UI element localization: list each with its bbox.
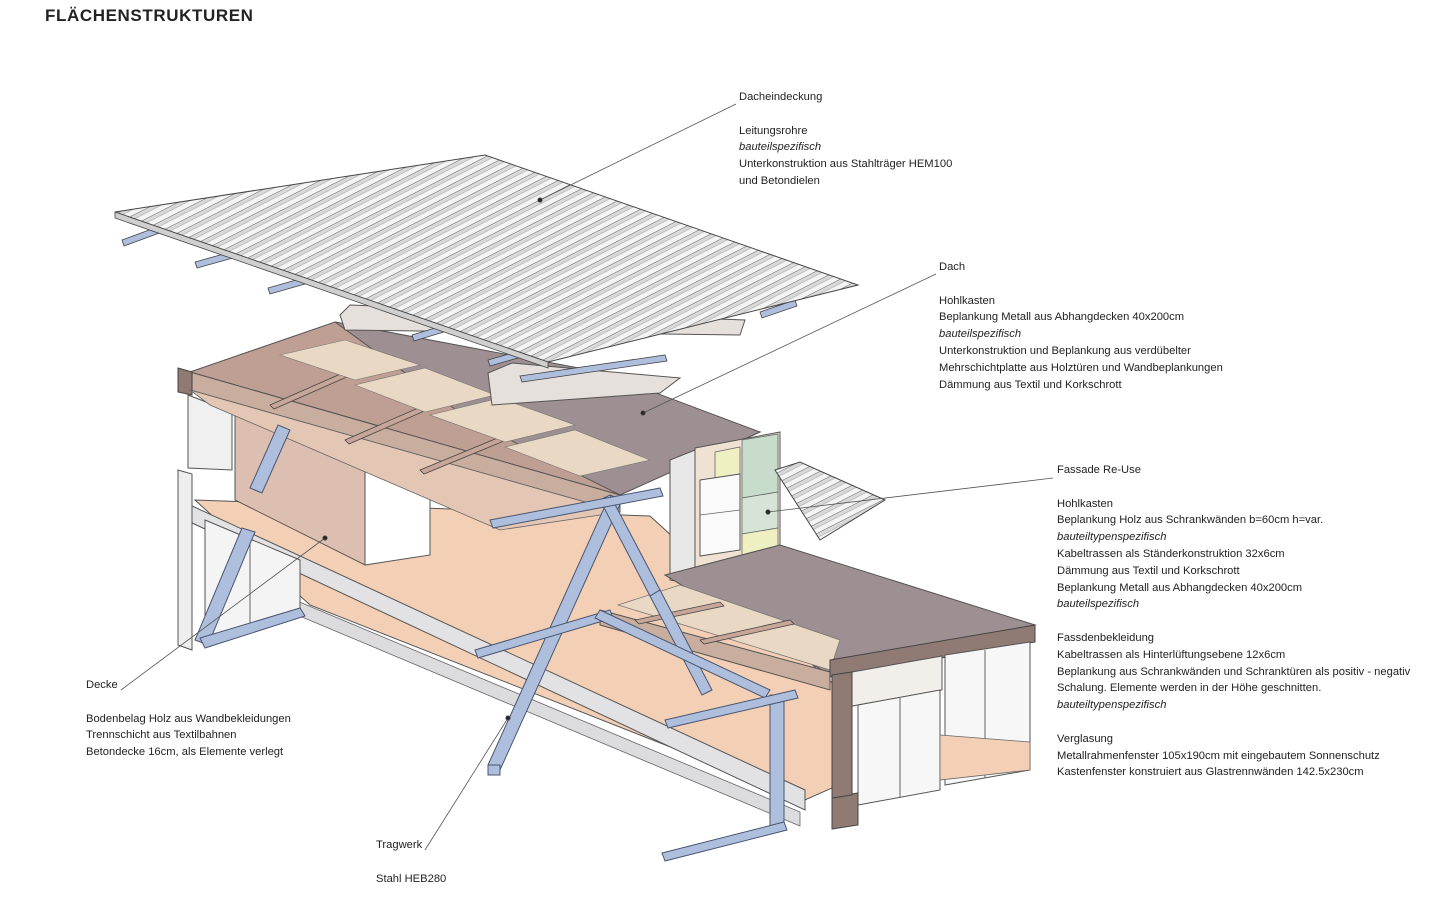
- annotation-line: bauteiltypenspezifisch: [1057, 699, 1167, 712]
- steel-column-right: [769, 694, 785, 831]
- right-corner-post: [831, 671, 853, 799]
- annotation-line: bauteilspezifisch: [1057, 598, 1140, 611]
- annotation-line: Mehrschichtplatte aus Holztüren und Wand…: [939, 361, 1223, 374]
- annotation-tragwerk: Tragwerk Stahl HEB280: [376, 837, 446, 887]
- corrugated-roof-sheet: [114, 154, 860, 369]
- steel-beam-ground-left: [199, 607, 306, 649]
- annotation-heading: Tragwerk: [376, 839, 423, 851]
- leader-dot-decke: [322, 535, 328, 541]
- annotation-heading: Decke: [86, 679, 118, 691]
- leader-tragwerk: [424, 717, 509, 851]
- right-window-front: [857, 689, 941, 806]
- leader-dot-fassade: [765, 509, 771, 515]
- leader-dot-tragwerk: [505, 715, 511, 721]
- annotation-line: Unterkonstruktion und Beplankung aus ver…: [939, 344, 1191, 357]
- right-floor-strip: [939, 734, 1031, 781]
- steel-beam-bottom: [661, 821, 788, 862]
- facade-side-panel: [669, 449, 696, 586]
- annotation-fassade: Fassade Re-Use Hohlkasten Beplankung Hol…: [1057, 462, 1410, 781]
- steel-top-chord: [489, 487, 664, 529]
- ceiling-block: [177, 321, 762, 531]
- right-fascia: [829, 624, 1036, 678]
- ceiling-underside: [189, 389, 621, 531]
- purlin-6: [519, 354, 668, 383]
- annotation-line: Beplankung Metall aus Abhangdecken 40x20…: [939, 311, 1185, 324]
- annotation-heading: Fassade Re-Use: [1057, 464, 1141, 476]
- annotation-line: Verglasung: [1057, 732, 1113, 745]
- leader-dacheindeckung: [539, 103, 737, 201]
- corrugated-sheet-edge: [114, 211, 549, 369]
- leader-dot-dacheindeckung: [537, 197, 543, 203]
- steel-diagonal-left-upper: [249, 424, 291, 494]
- annotation-line: Beplankung Holz aus Schrankwänden b=60cm…: [1057, 514, 1324, 527]
- leader-dach: [642, 273, 937, 414]
- annotation-dach: Dach Hohlkasten Beplankung Metall aus Ab…: [939, 259, 1223, 393]
- annotation-line: Beplankung aus Schrankwänden und Schrank…: [1057, 665, 1411, 678]
- annotation-line: Fassdenbekleidung: [1057, 631, 1155, 644]
- annotation-line: Hohlkasten: [939, 294, 995, 307]
- annotation-line: Dämmung aus Textil und Korkschrott: [939, 378, 1122, 391]
- annotation-dacheindeckung: Dacheindeckung Leitungsrohre bauteilspez…: [739, 89, 952, 190]
- facade-window-transom: [699, 509, 741, 516]
- annotation-line: Schalung. Elemente werden in der Höhe ge…: [1057, 682, 1322, 695]
- leader-dot-dach: [640, 410, 646, 416]
- right-wing: [599, 461, 1037, 830]
- facade-green-panel-mid: [741, 491, 779, 535]
- ceiling-panel-1: [278, 339, 422, 381]
- annotation-decke: Decke Bodenbelag Holz aus Wandbekleidung…: [86, 677, 291, 761]
- ceiling-panel-3: [428, 397, 577, 443]
- steel-column-front-left: [487, 764, 501, 776]
- right-sill-block: [831, 792, 859, 830]
- annotation-line: Dämmung aus Textil und Korkschrott: [1057, 564, 1240, 577]
- right-corrugated-sheet: [774, 461, 887, 541]
- annotation-line: Kabeltrassen als Ständerkonstruktion 32x…: [1057, 547, 1285, 560]
- ceiling-panel-4: [503, 429, 652, 477]
- left-wall-post: [177, 469, 193, 651]
- annotation-line: Stahl HEB280: [376, 872, 447, 885]
- annotation-line: bauteilspezifisch: [939, 328, 1022, 341]
- annotation-line: Betondecke 16cm, als Elemente verlegt: [86, 746, 284, 759]
- annotation-line: Kabeltrassen als Hinterlüftungsebene 12x…: [1057, 648, 1286, 661]
- leader-decke: [120, 537, 326, 691]
- steel-beam-right-top: [664, 689, 799, 729]
- right-ceiling-panels: [616, 584, 841, 671]
- facade-window: [699, 473, 741, 557]
- annotation-line: Kastenfenster konstruiert aus Glastrennw…: [1057, 766, 1364, 779]
- annotation-line: bauteilspezifisch: [739, 141, 822, 154]
- right-joist-1: [634, 601, 725, 625]
- leader-lines: [120, 103, 1054, 851]
- annotation-heading: Dacheindeckung: [739, 91, 823, 103]
- right-joist-2: [699, 619, 795, 645]
- annotation-line: Unterkonstruktion aus Stahlträger HEM100: [739, 158, 953, 171]
- annotation-line: Metallrahmenfenster 105x190cm mit eingeb…: [1057, 749, 1380, 762]
- annotation-line: Trennschicht aus Textilbahnen: [86, 729, 237, 742]
- page-title: FLÄCHENSTRUKTUREN: [45, 6, 254, 25]
- annotation-line: Hohlkasten: [1057, 497, 1113, 510]
- annotation-line: bauteiltypenspezifisch: [1057, 531, 1167, 544]
- ceiling-end-cap: [177, 367, 193, 396]
- annotation-heading: Dach: [939, 261, 966, 273]
- annotation-line: Beplankung Metall aus Abhangdecken 40x20…: [1057, 581, 1303, 594]
- annotation-line: Leitungsrohre: [739, 124, 808, 137]
- steel-structure: [194, 424, 799, 862]
- annotation-line: und Betondielen: [739, 174, 820, 187]
- facade-green-panel-top: [741, 433, 779, 499]
- leader-fassade: [767, 477, 1054, 513]
- annotation-line: Bodenbelag Holz aus Wandbekleidungen: [86, 712, 291, 725]
